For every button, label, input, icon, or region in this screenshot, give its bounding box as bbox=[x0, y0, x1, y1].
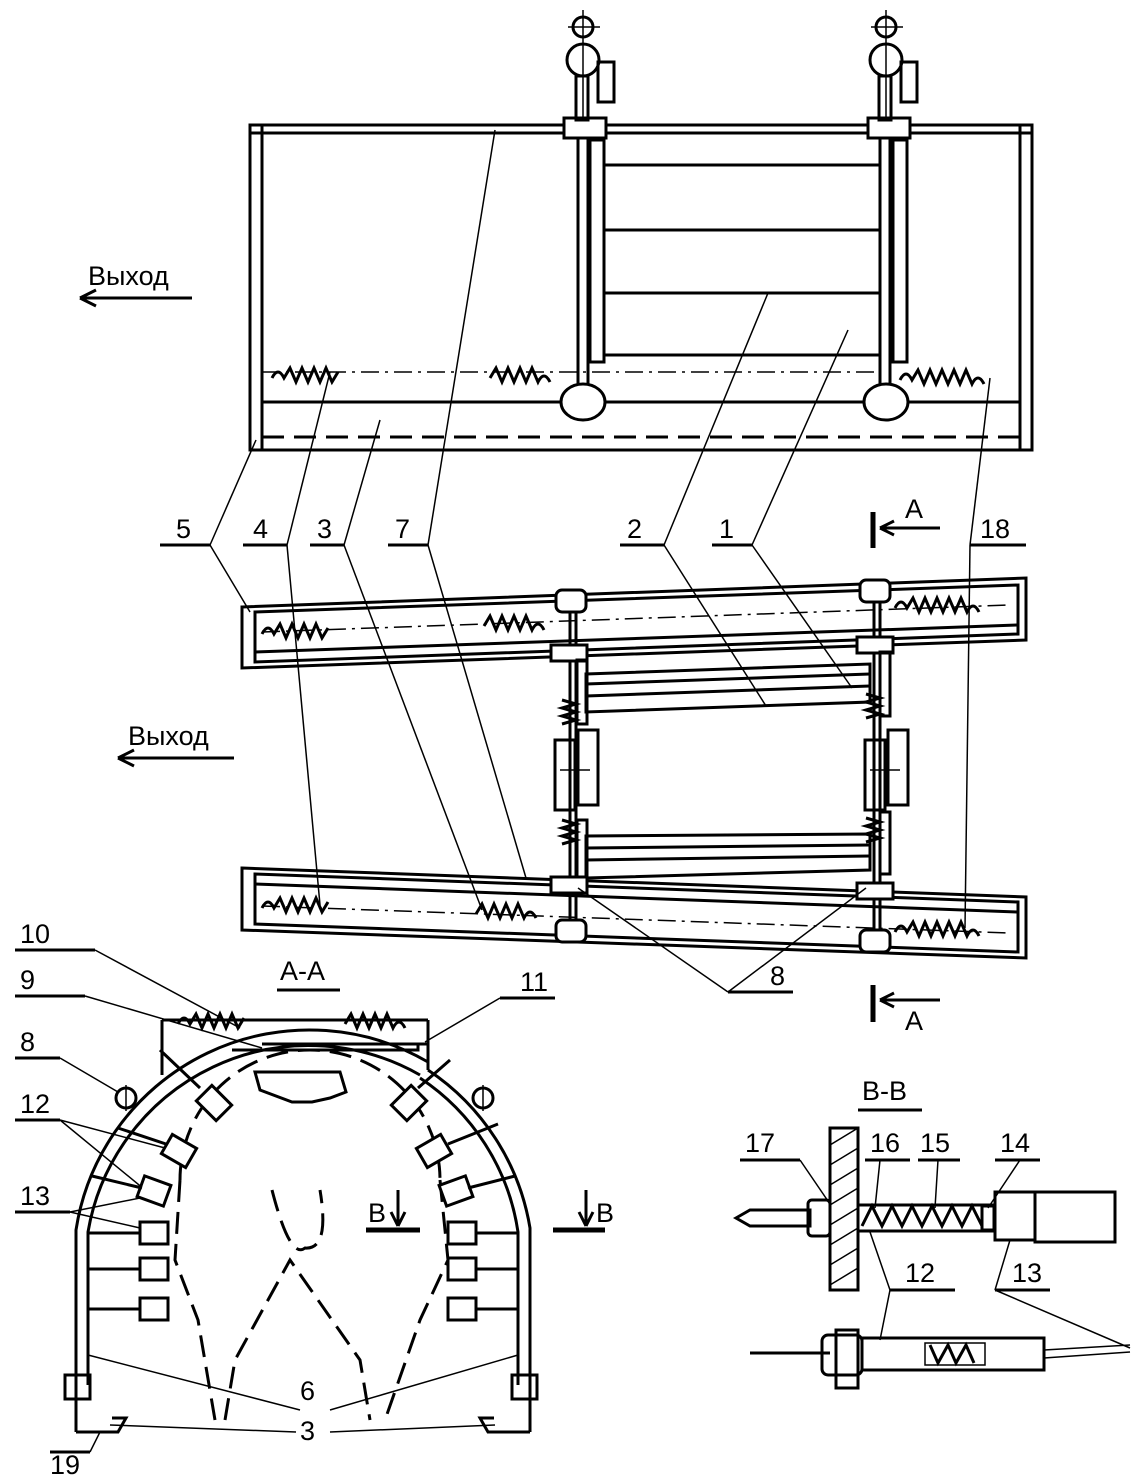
section-bb-view: В-В 17 16 15 14 bbox=[732, 1076, 1131, 1390]
callout-aa_n13: 13 bbox=[20, 1181, 50, 1211]
callout-n2: 2 bbox=[627, 514, 642, 544]
exit-label-middle: Выход bbox=[128, 721, 209, 751]
lower-beam bbox=[240, 866, 1028, 960]
section-aa-title: А-А bbox=[280, 956, 325, 986]
callout-n8: 8 bbox=[770, 961, 785, 991]
callout-bb_n14: 14 bbox=[1000, 1128, 1030, 1158]
callout-aa_n3: 3 bbox=[300, 1416, 315, 1446]
hatched-wall bbox=[828, 1126, 860, 1292]
section-bb-title: В-В bbox=[862, 1076, 907, 1106]
callout-aa_n8: 8 bbox=[20, 1027, 35, 1057]
exit-arrow-top-icon bbox=[79, 288, 97, 308]
exit-arrow-middle-icon bbox=[117, 748, 135, 768]
callout-bb_n13: 13 bbox=[1012, 1258, 1042, 1288]
callout-aa_n11: 11 bbox=[520, 967, 548, 997]
spring-bb bbox=[860, 1202, 984, 1230]
arch-outer bbox=[74, 1028, 430, 1385]
callout-n3: 3 bbox=[317, 514, 332, 544]
callout-bb_n17: 17 bbox=[745, 1128, 775, 1158]
section-marker-label: А bbox=[905, 494, 923, 524]
spring-top-right bbox=[898, 366, 986, 388]
section-aa-view: А-А 10 9 11 8 12 13 bbox=[15, 919, 614, 1477]
callout-n1: 1 bbox=[719, 514, 734, 544]
section-marker-label: В bbox=[368, 1198, 386, 1228]
spring-top-left bbox=[270, 364, 340, 386]
callout-n7: 7 bbox=[395, 514, 410, 544]
callout-n5: 5 bbox=[176, 514, 191, 544]
callout-aa_n19: 19 bbox=[50, 1450, 80, 1477]
callout-aa_n9: 9 bbox=[20, 965, 35, 995]
callout-bb_n12: 12 bbox=[905, 1258, 935, 1288]
middle-plan-view: Выход 8 А bbox=[117, 576, 1028, 1036]
exit-label-top: Выход bbox=[88, 261, 169, 291]
callout-n18: 18 bbox=[980, 514, 1010, 544]
post-right bbox=[878, 118, 892, 394]
callout-aa_n12: 12 bbox=[20, 1089, 50, 1119]
callout-aa_n6: 6 bbox=[300, 1376, 315, 1406]
section-marker-label: В bbox=[596, 1198, 614, 1228]
frame-outline bbox=[248, 123, 1034, 452]
callouts-row: 5 4 3 7 2 1 18 А bbox=[160, 129, 1026, 929]
callout-bb_n15: 15 bbox=[920, 1128, 950, 1158]
section-marker-label: А bbox=[905, 1006, 923, 1036]
callout-bb_n16: 16 bbox=[870, 1128, 900, 1158]
roller-right bbox=[862, 382, 910, 422]
roller-left bbox=[559, 382, 607, 422]
post-left bbox=[576, 118, 590, 394]
callout-aa_n10: 10 bbox=[20, 919, 50, 949]
callout-n4: 4 bbox=[253, 514, 268, 544]
spring-top-middle bbox=[488, 364, 552, 386]
upper-beam bbox=[240, 576, 1028, 670]
top-elevation-view: Выход bbox=[79, 10, 1034, 452]
